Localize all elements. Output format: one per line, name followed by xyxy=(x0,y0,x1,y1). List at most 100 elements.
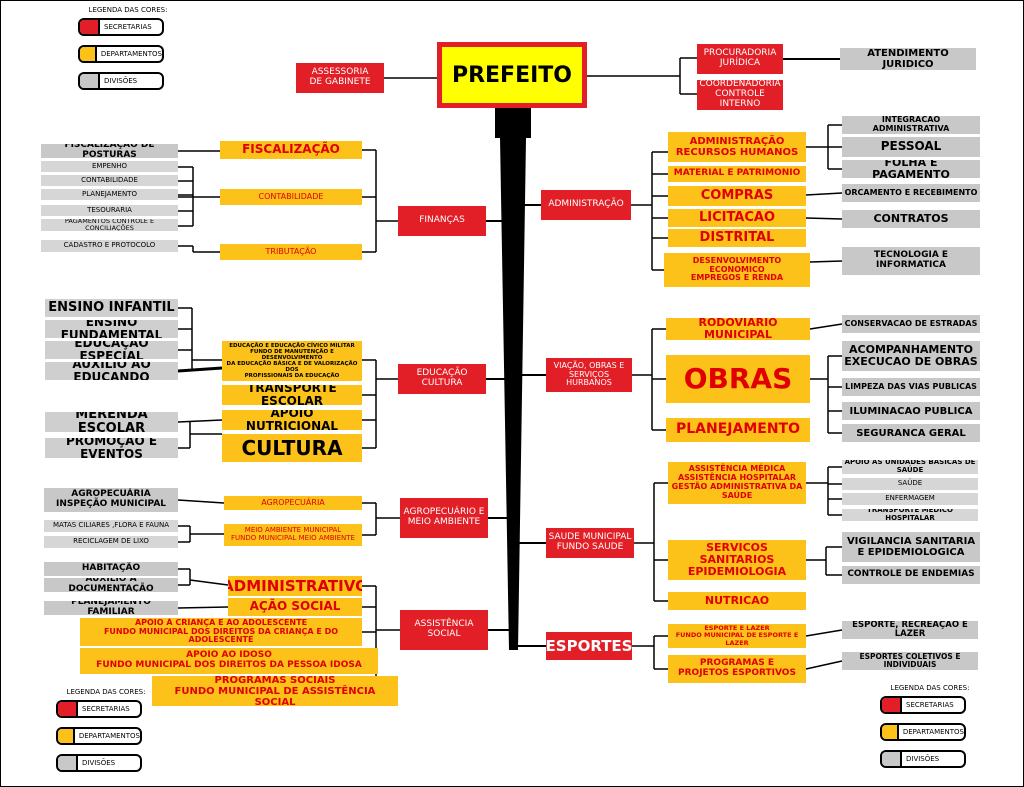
dept-programas-sociais: PROGRAMAS SOCIAIS FUNDO MUNICIPAL DE ASS… xyxy=(152,676,398,706)
assessoria-gabinete: ASSESSORIA DE GABINETE xyxy=(296,63,384,93)
dept-compras: COMPRAS xyxy=(668,186,806,206)
div-empenho: EMPENHO xyxy=(41,161,178,172)
legend-secretarias: SECRETARIAS xyxy=(56,700,142,718)
dept-planejamento-obras: PLANEJAMENTO xyxy=(666,418,810,442)
connector-line-114 xyxy=(805,629,843,637)
dept-crianca-adolescente: APOIO À CRIANÇA E AO ADOLESCENTE FUNDO M… xyxy=(80,618,362,646)
div-promocao-eventos: PROMOÇÃO E EVENTOS xyxy=(45,438,178,458)
secretaria-financas: FINANÇAS xyxy=(398,206,486,236)
connector-line-66 xyxy=(177,606,229,609)
div-planejamento-familiar: PLANEJAMENTO FAMILIAR xyxy=(44,601,178,615)
connector-line-43 xyxy=(177,419,223,423)
div-conservacao: CONSERVACAO DE ESTRADAS xyxy=(842,315,980,333)
dept-material-patrimonio: MATERIAL E PATRIMONIO xyxy=(668,166,806,182)
dept-licitacao: LICITACAO xyxy=(668,209,806,227)
legend-departamentos: DEPARTAMENTOS xyxy=(56,727,142,745)
div-vigilancia: VIGILANCIA SANITARIA E EPIDEMIOLOGICA xyxy=(842,532,980,562)
color-legend-bottom-left: LEGENDA DAS CORES: SECRETARIAS DEPARTAME… xyxy=(56,688,156,781)
div-tecnologia: TECNOLOGIA E INFORMATICA xyxy=(842,247,980,275)
dept-rh: ADMINISTRAÇÃO RECURSOS HUMANOS xyxy=(668,132,806,162)
connector-line-65 xyxy=(189,579,229,586)
div-enfermagem: ENFERMAGEM xyxy=(842,493,978,505)
div-auxilio-educando: AUXÍLIO AO EDUCANDO xyxy=(45,362,178,380)
div-seguranca: SEGURANCA GERAL xyxy=(842,424,980,442)
div-tesouraria: TESOURARIA xyxy=(41,205,178,216)
color-legend-bottom-right: LEGENDA DAS CORES: SECRETARIAS DEPARTAME… xyxy=(880,684,980,777)
div-fiscalizacao-posturas: FISCALIZAÇÃO DE POSTURAS xyxy=(41,144,178,158)
legend-divisoes: DIVISÕES xyxy=(880,750,966,768)
dept-desenvolvimento: DESENVOLVIMENTO ECONOMICO EMPREGOS E REN… xyxy=(664,253,810,287)
secretaria-assistencia: ASSISTÊNCIA SOCIAL xyxy=(400,610,488,650)
secretaria-esportes: ESPORTES xyxy=(546,632,632,660)
dept-contabilidade: CONTABILIDADE xyxy=(220,189,362,205)
div-recreacao-lazer: ESPORTE, RECREAÇÃO E LAZER xyxy=(842,621,978,639)
coordenadoria-controle: COORDENADORIA CONTROLE INTERNO xyxy=(697,80,783,110)
dept-fiscalizacao: FISCALIZAÇÃO xyxy=(220,141,362,159)
dept-acao-social: AÇÃO SOCIAL xyxy=(228,598,362,616)
dept-distrital: DISTRITAL xyxy=(668,229,806,247)
mayor-box: PREFEITO xyxy=(437,42,587,108)
secretaria-viacao-obras: VIAÇÃO, OBRAS E SERVIÇOS HURBANOS xyxy=(546,358,632,392)
dept-idoso: APOIO AO IDOSO FUNDO MUNICIPAL DOS DIREI… xyxy=(80,648,378,674)
dept-cultura: CULTURA xyxy=(222,434,362,462)
trunk xyxy=(500,138,526,650)
secretaria-agropecuario: AGROPECUÁRIO E MEIO AMBIENTE xyxy=(400,498,488,538)
connector-line-50 xyxy=(177,499,225,504)
div-iluminacao: ILUMINACAO PUBLICA xyxy=(842,402,980,420)
color-legend-top: LEGENDA DAS CORES: SECRETARIAS DEPARTAME… xyxy=(78,6,178,99)
div-orcamento: ORCAMENTO E RECEBIMENTO xyxy=(842,184,980,202)
trunk-top xyxy=(495,108,531,138)
dept-tributacao: TRIBUTAÇÃO xyxy=(220,244,362,260)
div-limpeza: LIMPEZA DAS VIAS PUBLICAS xyxy=(842,378,980,396)
dept-assistencia-medica: ASSISTÊNCIA MÉDICA ASSISTÊNCIA HOSPITALA… xyxy=(668,462,806,504)
dept-fundeb: EDUCAÇÃO E EDUCAÇÃO CÍVICO MILITAR FUNDO… xyxy=(222,341,362,381)
connector-line-40 xyxy=(177,366,223,373)
connector-line-115 xyxy=(805,660,843,670)
div-educacao-especial: EDUCAÇÃO ESPECIAL xyxy=(45,341,178,359)
legend-title: LEGENDA DAS CORES: xyxy=(890,684,970,692)
dept-transporte-escolar: TRANSPORTE ESCOLAR xyxy=(222,385,362,405)
secretaria-saude: SAUDE MUNICIPAL FUNDO SAUDE xyxy=(546,528,634,558)
div-apoio-ubs: APOIO ÀS UNIDADES BÁSICAS DE SAÚDE xyxy=(842,460,978,474)
div-ensino-fundamental: ENSINO FUNDAMENTAL xyxy=(45,320,178,338)
legend-departamentos: DEPARTAMENTOS xyxy=(78,45,164,63)
dept-agropecuaria: AGROPECUÁRIA xyxy=(224,496,362,510)
div-contabilidade: CONTABILIDADE xyxy=(41,175,178,186)
atendimento-juridico: ATENDIMENTO JURIDICO xyxy=(840,48,976,70)
legend-divisoes: DIVISÕES xyxy=(78,72,164,90)
dept-nutricao: NUTRICAO xyxy=(668,592,806,610)
div-folha-pagamento: FOLHA E PAGAMENTO xyxy=(842,160,980,178)
div-contratos: CONTRATOS xyxy=(842,210,980,228)
dept-programas-esportivos: PROGRAMAS E PROJETOS ESPORTIVOS xyxy=(668,655,806,683)
div-agropecuaria-inspecao: AGROPECUÁRIA INSPEÇÃO MUNICIPAL xyxy=(44,488,178,512)
div-pessoal: PESSOAL xyxy=(842,137,980,157)
secretaria-educacao: EDUCAÇÃO CULTURA xyxy=(398,364,486,394)
dept-esporte-lazer: ESPORTE E LAZER FUNDO MUNICIPAL DE ESPOR… xyxy=(668,624,806,648)
legend-departamentos: DEPARTAMENTOS xyxy=(880,723,966,741)
div-acompanhamento: ACOMPANHAMENTO EXECUCAO DE OBRAS xyxy=(842,341,980,371)
div-habitacao: HABITAÇÃO xyxy=(44,562,178,576)
connector-line-81 xyxy=(805,217,843,220)
legend-title: LEGENDA DAS CORES: xyxy=(88,6,168,14)
div-pagamentos: PAGAMENTOS CONTROLE E CONCILIAÇÕES xyxy=(41,219,178,231)
div-cadastro-protocolo: CADASTRO E PROTOCOLO xyxy=(41,240,178,252)
legend-title: LEGENDA DAS CORES: xyxy=(66,688,146,696)
dept-rodoviario: RODOVIARIO MUNICIPAL xyxy=(666,318,810,340)
div-matas-ciliares: MATAS CILIARES ,FLORA E FAUNA xyxy=(44,520,178,532)
connector-line-80 xyxy=(805,192,843,196)
dept-apoio-nutricional: APOIO NUTRICIONAL xyxy=(222,410,362,430)
div-auxilio-documentacao: AUXILIO À DOCUMENTAÇÃO xyxy=(44,578,178,592)
div-planejamento: PLANEJAMENTO xyxy=(41,189,178,200)
div-reciclagem-lixo: RECICLAGEM DE LIXO xyxy=(44,536,178,548)
div-integracao: INTEGRACAO ADMINISTRATIVA xyxy=(842,116,980,134)
div-transporte-medico: TRANSPORTE MEDICO HOSPITALAR xyxy=(842,509,978,521)
dept-administrativo: ADMINISTRATIVO xyxy=(228,576,362,596)
legend-secretarias: SECRETARIAS xyxy=(880,696,966,714)
div-ensino-infantil: ENSINO INFANTIL xyxy=(45,299,178,317)
dept-servicos-sanitarios: SERVICOS SANITARIOS EPIDEMIOLOGIA xyxy=(668,540,806,580)
legend-secretarias: SECRETARIAS xyxy=(78,18,164,36)
connector-line-88 xyxy=(809,323,843,330)
legend-divisoes: DIVISÕES xyxy=(56,754,142,772)
dept-obras: OBRAS xyxy=(666,355,810,403)
